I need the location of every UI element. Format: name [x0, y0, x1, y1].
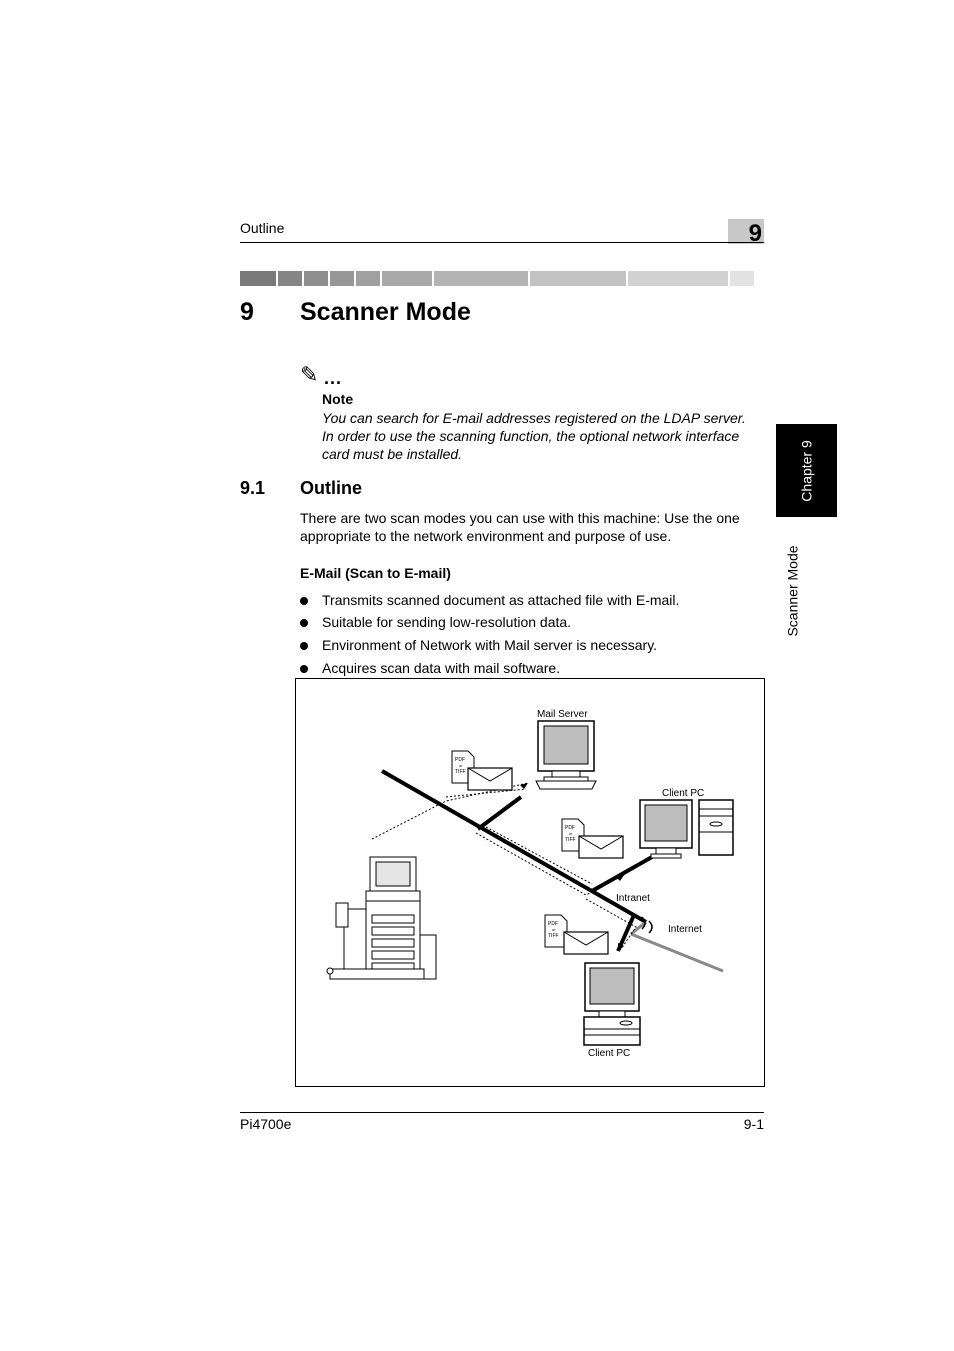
footer-model: Pi4700e [240, 1116, 292, 1132]
copier-scanner-icon [326, 856, 437, 980]
running-head: Outline [240, 220, 285, 236]
section-title: 9.1 Outline [240, 478, 362, 499]
email-attachment-icon: PDF or TIFF [451, 750, 513, 791]
decorative-band [240, 271, 764, 286]
side-tab-section: Scanner Mode [784, 545, 801, 637]
side-section-label: Scanner Mode [760, 540, 825, 642]
header-rule [240, 242, 764, 243]
svg-text:or: or [569, 831, 573, 836]
email-attachment-icon: PDF or TIFF [544, 914, 609, 955]
svg-text:TIFF: TIFF [565, 837, 576, 843]
internet-line [630, 932, 724, 973]
intranet-label: Intranet [616, 893, 650, 904]
chapter-title-text: Scanner Mode [300, 298, 471, 326]
bullet-dot [300, 597, 308, 605]
client-pc-bottom-icon [583, 962, 641, 1046]
svg-text:PDF: PDF [565, 825, 575, 831]
subheading: E-Mail (Scan to E-mail) [300, 565, 451, 581]
pencil-note-icon: ✎ [300, 362, 319, 387]
list-item-text: Suitable for sending low-resolution data… [322, 614, 572, 630]
chapter-title-number: 9 [240, 298, 254, 326]
section-number: 9.1 [240, 478, 266, 498]
note-line: card must be installed. [322, 446, 463, 462]
network-diagram: Mail Server Client PC Client PC Intran [295, 678, 765, 1087]
bullet-dot [300, 619, 308, 627]
section-title-text: Outline [300, 478, 362, 498]
network-diagram-svg: Mail Server Client PC Client PC Intran [326, 709, 734, 1059]
flow-to-client-bottom [585, 898, 637, 950]
note-line: You can search for E-mail addresses regi… [322, 410, 746, 426]
svg-text:TIFF: TIFF [455, 769, 466, 775]
side-tab-chapter: Chapter 9 [798, 439, 815, 502]
client-pc-top-label: Client PC [662, 788, 704, 799]
intro-line: There are two scan modes you can use wit… [300, 510, 740, 526]
internet-label: Internet [668, 924, 702, 935]
mail-server-label: Mail Server [537, 709, 588, 720]
footer-page-number: 9-1 [743, 1116, 764, 1132]
svg-text:PDF: PDF [455, 757, 465, 763]
chapter-number-badge: 9 [728, 219, 764, 247]
client-pc-top-icon [639, 799, 734, 859]
svg-text:or: or [552, 927, 556, 932]
mail-server-icon [535, 720, 597, 790]
email-attachment-icon: PDF or TIFF [561, 818, 624, 859]
svg-text:PDF: PDF [548, 921, 558, 927]
intranet-line [381, 769, 647, 924]
note-label: Note [322, 391, 354, 407]
intro-line: appropriate to the network environment a… [300, 528, 672, 544]
chapter-side-tab: Chapter 9 [776, 424, 837, 517]
network-break-icon [641, 916, 646, 930]
list-item-text: Environment of Network with Mail server … [322, 637, 658, 653]
chapter-title: 9 Scanner Mode [240, 298, 471, 327]
section-intro: There are two scan modes you can use wit… [300, 509, 770, 545]
list-item-text: Transmits scanned document as attached f… [322, 592, 680, 608]
list-item-text: Acquires scan data with mail software. [322, 660, 561, 676]
note-body: You can search for E-mail addresses regi… [322, 409, 767, 463]
client-pc-bottom-label: Client PC [588, 1048, 630, 1059]
note-line: In order to use the scanning function, t… [322, 428, 740, 444]
bullet-dot [300, 642, 308, 650]
svg-text:or: or [459, 763, 463, 768]
svg-text:TIFF: TIFF [548, 933, 559, 939]
bullet-dot [300, 665, 308, 673]
footer-rule [240, 1112, 764, 1113]
note-dots: ... [324, 368, 343, 388]
